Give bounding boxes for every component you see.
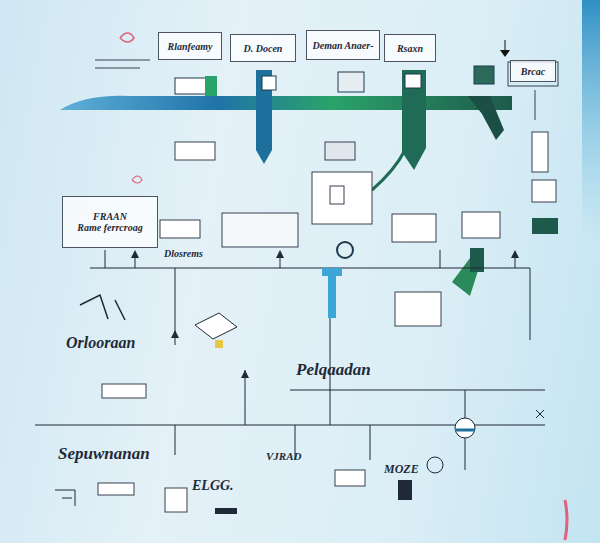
arrow-head	[131, 250, 139, 258]
icon	[165, 488, 187, 512]
process-box: Rsaxn	[384, 34, 436, 62]
icon	[335, 470, 365, 486]
text-line	[95, 68, 140, 69]
bus-line	[105, 250, 106, 268]
arrow-head	[171, 330, 179, 338]
bus-line	[440, 250, 441, 268]
icon	[532, 218, 558, 234]
icon	[175, 142, 215, 160]
icon	[338, 72, 364, 92]
edge-glow	[582, 0, 600, 240]
pink-mark	[120, 33, 134, 42]
wire	[245, 370, 246, 425]
icon	[215, 508, 237, 514]
wire	[290, 390, 545, 391]
icon	[427, 457, 443, 473]
diagram-label: MOZE	[384, 462, 419, 477]
box-text: FRAAN	[93, 211, 127, 222]
icon	[474, 66, 494, 84]
icon-box	[222, 213, 298, 247]
icon	[325, 142, 355, 160]
arrow-head	[511, 250, 519, 258]
icon	[395, 292, 441, 326]
band-curve	[372, 150, 405, 190]
icon	[262, 76, 276, 90]
icon	[98, 483, 134, 495]
wire	[370, 425, 371, 460]
mark	[536, 410, 544, 418]
icon	[405, 74, 421, 88]
box-text: Brcac	[521, 66, 545, 77]
box-text: Rame ferrcroag	[77, 222, 142, 233]
icon	[195, 313, 237, 339]
diagram-label: Pelqaadan	[296, 360, 371, 380]
icon-box	[312, 172, 372, 224]
keyboard-icon	[102, 384, 146, 398]
process-box: Brcac	[510, 60, 556, 82]
icon	[330, 186, 344, 204]
process-box: FRAANRame ferrcroag	[62, 196, 158, 248]
box-text: Rsaxn	[397, 43, 423, 54]
diagram-label: Sepuwnanan	[58, 444, 150, 464]
pink-mark	[132, 176, 142, 183]
icon	[205, 76, 217, 96]
text-line	[95, 60, 150, 61]
process-box: Rlanfeamy	[158, 32, 222, 60]
band-tab	[468, 96, 504, 140]
icon	[532, 132, 548, 172]
arrow-head	[241, 370, 249, 378]
icon	[215, 340, 223, 348]
process-box: Deman Anaer-	[306, 30, 380, 60]
icon	[462, 212, 500, 238]
icon	[337, 242, 353, 258]
diagram-label: VJRAD	[266, 450, 301, 462]
box-text: D. Docen	[244, 43, 283, 54]
band-tab	[402, 70, 426, 170]
wire	[535, 90, 536, 120]
flow-band	[60, 96, 512, 110]
diagram-label: ELGG.	[192, 478, 234, 494]
icon	[532, 180, 556, 202]
icon	[392, 214, 436, 242]
pink-mark	[565, 500, 567, 540]
t-bar	[328, 268, 336, 318]
wire	[175, 425, 176, 455]
valve-symbol	[455, 429, 475, 432]
bus-line	[90, 268, 530, 269]
sketch	[80, 295, 125, 320]
arrow-head	[276, 250, 284, 258]
diagram-label: Orlooraan	[66, 334, 135, 352]
icon	[160, 220, 200, 238]
arrow-head	[500, 50, 510, 57]
diagram-label: Dlosrems	[164, 248, 203, 259]
bus-line	[530, 268, 531, 340]
icon	[398, 480, 412, 500]
sketch	[55, 490, 75, 506]
process-box: D. Docen	[230, 34, 296, 62]
box-text: Rlanfeamy	[168, 41, 213, 52]
valve-symbol	[455, 418, 475, 438]
box-text: Deman Anaer-	[312, 40, 373, 51]
